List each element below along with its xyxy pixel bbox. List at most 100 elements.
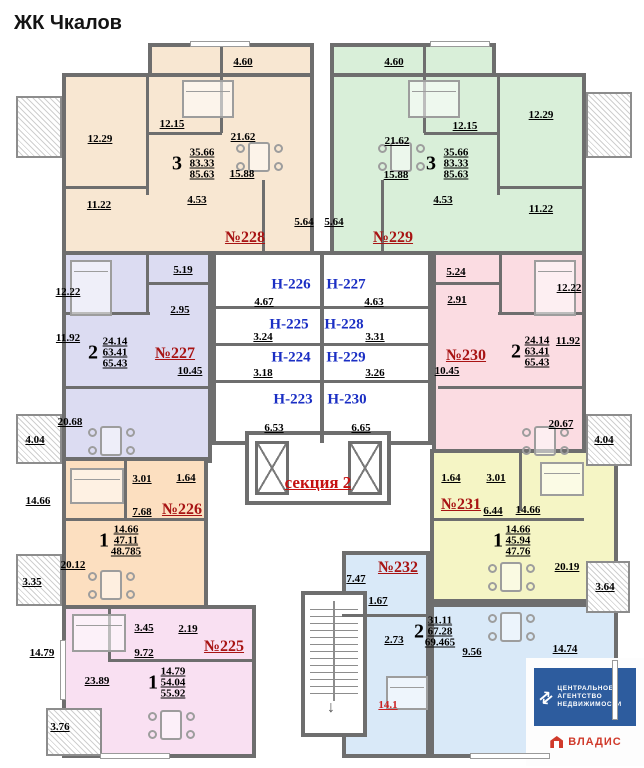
chair bbox=[416, 144, 425, 153]
stairwell: ↓ bbox=[301, 591, 367, 737]
partition-wall bbox=[62, 186, 148, 189]
dining-table-furniture bbox=[522, 424, 572, 460]
balcony bbox=[586, 414, 632, 466]
apartment-229-region bbox=[330, 73, 586, 257]
partition-wall bbox=[434, 518, 584, 521]
table bbox=[500, 562, 522, 592]
partition-wall bbox=[424, 132, 498, 135]
chair bbox=[126, 428, 135, 437]
partition-wall bbox=[381, 180, 384, 253]
agency-text-line: ЦЕНТРАЛЬНОЕ bbox=[557, 685, 614, 692]
dimension-label: 14.66 bbox=[25, 495, 51, 507]
page-title: ЖК Чкалов bbox=[14, 12, 122, 34]
chair bbox=[488, 614, 497, 623]
window bbox=[430, 41, 490, 47]
partition-wall bbox=[148, 282, 212, 285]
table bbox=[390, 142, 412, 172]
partition-wall bbox=[62, 386, 210, 389]
partition-wall bbox=[214, 306, 428, 309]
elevator-shaft-left bbox=[255, 441, 289, 495]
vladis-house-icon bbox=[550, 736, 564, 748]
table bbox=[248, 142, 270, 172]
bed-furniture bbox=[534, 260, 576, 316]
bed-furniture bbox=[540, 462, 584, 496]
table bbox=[500, 612, 522, 642]
dining-table-furniture bbox=[88, 424, 138, 460]
partition-wall bbox=[342, 614, 430, 617]
partition-wall bbox=[499, 251, 502, 313]
chair bbox=[186, 712, 195, 721]
chair bbox=[488, 582, 497, 591]
chair bbox=[378, 162, 387, 171]
chair bbox=[126, 446, 135, 455]
partition-wall bbox=[214, 380, 428, 383]
vladis-logo-text: ВЛАДИС bbox=[568, 736, 622, 748]
chair bbox=[522, 428, 531, 437]
chair bbox=[148, 730, 157, 739]
vladis-logo: ВЛАДИС bbox=[534, 732, 638, 752]
partition-wall bbox=[497, 75, 500, 195]
agency-logo-icon: ⇄ bbox=[534, 685, 557, 709]
chair bbox=[488, 564, 497, 573]
chair bbox=[88, 590, 97, 599]
chair bbox=[378, 144, 387, 153]
window bbox=[60, 640, 66, 700]
elevator-shaft-right bbox=[348, 441, 382, 495]
stair-divider bbox=[333, 601, 335, 701]
chair bbox=[522, 446, 531, 455]
table bbox=[100, 426, 122, 456]
chair bbox=[88, 446, 97, 455]
chair bbox=[88, 428, 97, 437]
partition-wall bbox=[146, 251, 149, 313]
partition-wall bbox=[148, 132, 222, 135]
partition-wall bbox=[436, 282, 500, 285]
balcony bbox=[586, 92, 632, 158]
chair bbox=[526, 582, 535, 591]
partition-wall bbox=[62, 518, 206, 521]
agency-text-line: АГЕНТСТВО bbox=[557, 693, 603, 700]
chair bbox=[236, 144, 245, 153]
chair bbox=[88, 572, 97, 581]
balcony bbox=[46, 708, 102, 756]
dining-table-furniture bbox=[236, 140, 286, 176]
chair bbox=[274, 144, 283, 153]
balcony bbox=[16, 554, 62, 606]
chair bbox=[416, 162, 425, 171]
partition-wall bbox=[428, 616, 431, 756]
agency-logo-text: ЦЕНТРАЛЬНОЕ АГЕНТСТВО НЕДВИЖИМОСТИ bbox=[557, 685, 621, 709]
stair-down-arrow-icon: ↓ bbox=[327, 699, 335, 716]
partition-wall bbox=[146, 75, 149, 195]
partition-wall bbox=[498, 186, 584, 189]
chair bbox=[488, 632, 497, 641]
chair bbox=[126, 572, 135, 581]
chair bbox=[560, 446, 569, 455]
window bbox=[470, 753, 550, 759]
partition-wall bbox=[438, 386, 586, 389]
chair bbox=[526, 564, 535, 573]
bed-furniture bbox=[70, 260, 112, 316]
chair bbox=[560, 428, 569, 437]
bed-furniture bbox=[72, 614, 126, 652]
window bbox=[100, 753, 170, 759]
chair bbox=[236, 162, 245, 171]
partition-wall bbox=[519, 449, 522, 511]
chair bbox=[274, 162, 283, 171]
agency-text-line: НЕДВИЖИМОСТИ bbox=[557, 701, 622, 708]
chair bbox=[126, 590, 135, 599]
partition-wall bbox=[124, 457, 127, 519]
window bbox=[612, 660, 618, 720]
dining-table-furniture bbox=[148, 708, 198, 744]
dimension-label: 14.79 bbox=[29, 647, 55, 659]
partition-wall bbox=[320, 251, 324, 443]
balcony bbox=[586, 561, 630, 613]
balcony bbox=[16, 414, 62, 464]
table bbox=[534, 426, 556, 456]
agency-logo: ⇄ ЦЕНТРАЛЬНОЕ АГЕНТСТВО НЕДВИЖИМОСТИ bbox=[534, 668, 636, 726]
dining-table-furniture bbox=[378, 140, 428, 176]
partition-wall bbox=[262, 180, 265, 253]
chair bbox=[186, 730, 195, 739]
dining-table-furniture bbox=[488, 610, 538, 646]
bed-furniture bbox=[386, 676, 428, 710]
partition-wall bbox=[214, 343, 428, 346]
